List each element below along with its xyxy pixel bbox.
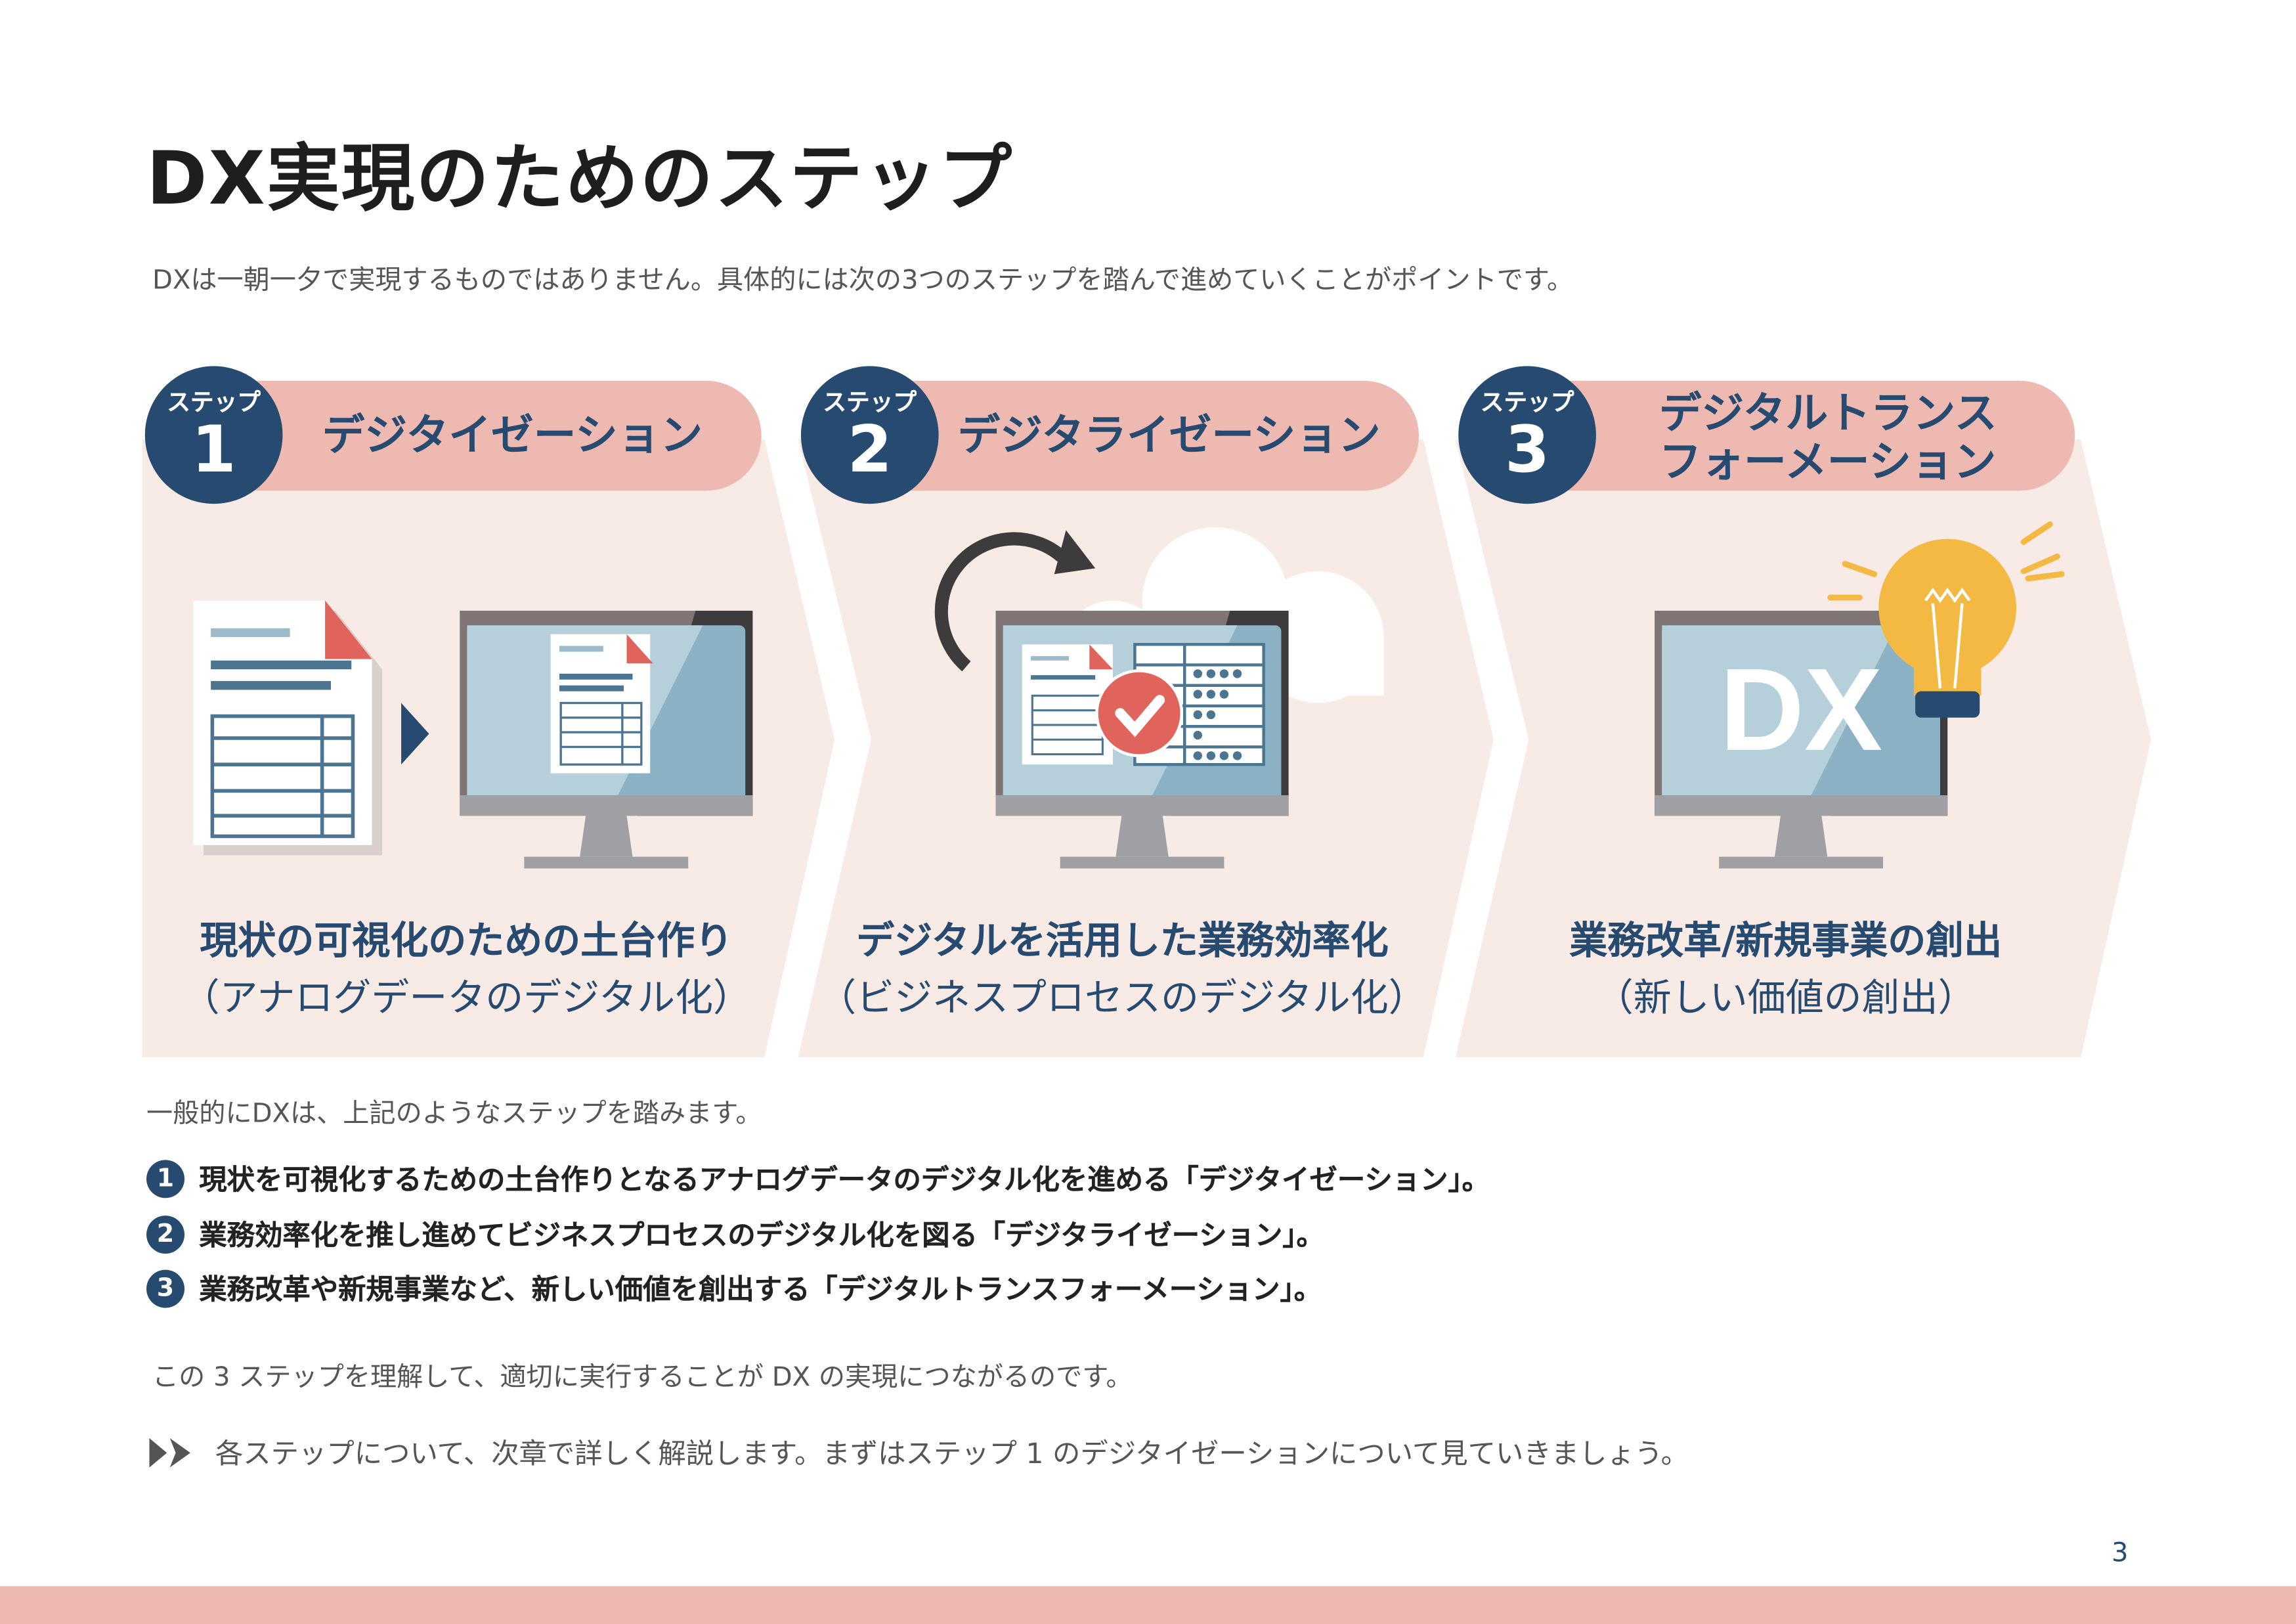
page-number: 3 [2111,1537,2129,1569]
number-badge: 3 [146,1269,185,1307]
refresh-arrow-icon [934,530,1096,672]
list-item-text: 業務効率化を推し進めてビジネスプロセスのデジタル化を図る「デジタライゼーション」… [199,1219,1324,1252]
step-1-header [213,380,762,491]
paper-document-icon [193,600,383,856]
conclusion-text: この 3 ステップを理解して、適切に実行することが DX の実現につながるのです… [152,1362,1133,1393]
step-number: 2 [847,412,892,488]
caption-main: 現状の可視化のための土台作り [200,919,733,964]
cloud-process-illustration [934,527,1384,869]
step-number: 1 [191,412,236,488]
monitor-dx-text: DX [1720,644,1882,775]
caption-main: 業務改革/新規事業の創出 [1569,919,2003,964]
next-chapter-text: 各ステップについて、次章で詳しく解説します。まずはステップ 1 のデジタイゼーシ… [215,1438,1689,1471]
caption-sub: （アナログデータのデジタル化） [181,977,752,1021]
subtitle: DXは一朝一夕で実現するものではありません。具体的には次の3つのステップを踏んで… [152,265,1574,296]
step-1-title: デジタイゼーション [322,410,703,460]
step-1-caption: 現状の可視化のための土台作り （アナログデータのデジタル化） [120,914,813,1028]
dx-lightbulb-illustration: DX [1655,521,2065,869]
list-item: 2 業務効率化を推し進めてビジネスプロセスのデジタル化を図る「デジタライゼーション… [146,1214,1324,1254]
monitor-icon: DX [1655,610,1948,869]
arrow-right-icon [401,703,429,765]
checkmark-icon [1095,669,1184,758]
step-3-header [1527,380,2075,491]
step-3-title-line1: デジタルトランス [1658,388,1997,438]
step-label: ステップ [167,388,261,416]
step-3-title: デジタルトランスフォーメーション [1659,389,1997,486]
caption-main: デジタルを活用した業務効率化 [856,919,1389,964]
caption-sub: （新しい価値の創出） [1595,977,1976,1021]
list-item-text: 業務改革や新規事業など、新しい価値を創出する「デジタルトランスフォーメーション」… [199,1274,1322,1307]
list-item: 1 現状を可視化するための土台作りとなるアナログデータのデジタル化を進める「デジタ… [146,1158,1490,1198]
step-2-title: デジタライゼーション [957,410,1381,460]
step-3-caption: 業務改革/新規事業の創出 （新しい価値の創出） [1439,914,2132,1028]
step-3-title-line2: フォーメーション [1658,436,1997,487]
caption-sub: （ビジネスプロセスのデジタル化） [818,977,1427,1021]
number-badge: 2 [146,1214,185,1253]
double-chevron-icon [149,1438,190,1468]
step-label: ステップ [1480,388,1574,416]
footer-bar [0,1586,2296,1624]
list-item: 3 業務改革や新規事業など、新しい価値を創出する「デジタルトランスフォーメーション… [146,1268,1322,1307]
paper-to-monitor-illustration [193,600,753,869]
step-label: ステップ [823,388,917,416]
page-title: DX実現のためのステップ [146,136,1014,221]
intro-text: 一般的にDXは、上記のようなステップを踏みます。 [146,1098,762,1130]
number-badge: 1 [146,1159,185,1198]
monitor-icon [460,610,753,869]
step-number: 3 [1504,412,1550,488]
lightbulb-icon [1827,521,2065,718]
step-2-caption: デジタルを活用した業務効率化 （ビジネスプロセスのデジタル化） [776,914,1469,1028]
step-2-header [869,380,1419,491]
list-item-text: 現状を可視化するための土台作りとなるアナログデータのデジタル化を進める「デジタイ… [199,1164,1490,1197]
